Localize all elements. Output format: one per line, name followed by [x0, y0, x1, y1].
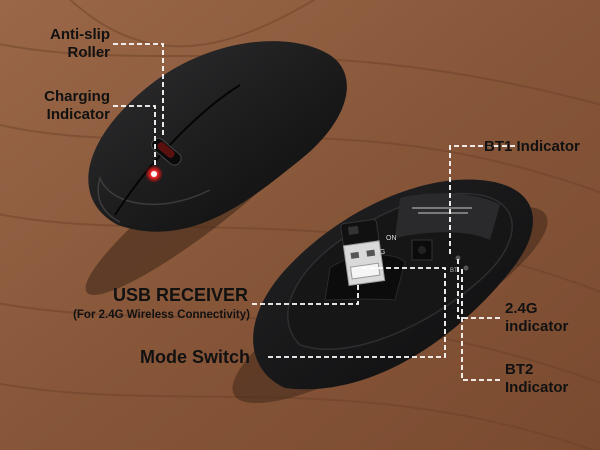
- g24-indicator-label: 2.4G indicator: [505, 300, 569, 335]
- usb-receiver: [340, 218, 386, 287]
- charging-indicator-label: Charging Indicator: [44, 88, 110, 123]
- leader-lines: [113, 43, 515, 381]
- g24-indicator-dot: [463, 265, 469, 271]
- top-mouse: [88, 41, 347, 232]
- regulatory-label: [395, 193, 500, 240]
- anti-slip-roller-label: Anti-slip Roller: [50, 26, 110, 61]
- bt1-indicator-dot: [455, 255, 461, 261]
- bottom-mouse: ON 2.4G BT: [253, 179, 533, 390]
- bt2-indicator-label: BT2 Indicator: [505, 361, 569, 396]
- switch-label-bt: BT: [450, 268, 458, 274]
- usb-receiver-label: USB RECEIVER: [112, 285, 248, 305]
- usb-receiver-note: (For 2.4G Wireless Connectivity): [73, 309, 250, 321]
- bt1-indicator-label: BT1 Indicator: [484, 138, 580, 155]
- switch-label-on: ON: [386, 235, 397, 242]
- mode-switch-label: Mode Switch: [139, 347, 250, 367]
